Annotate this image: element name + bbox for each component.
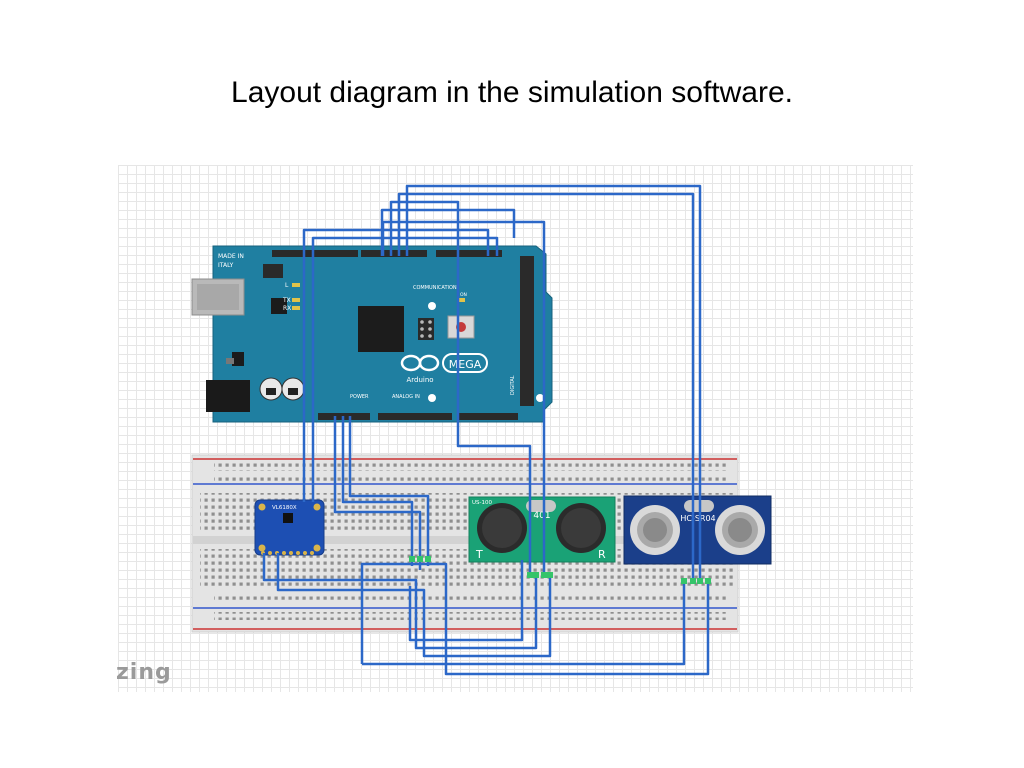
arduino-logo-right bbox=[418, 354, 440, 372]
analog-header-2 bbox=[458, 413, 518, 420]
mount-hole-2 bbox=[428, 394, 436, 402]
hcsr04-label: HC-SR04 bbox=[680, 514, 715, 523]
icsp-header-small bbox=[263, 264, 283, 278]
wire-14 bbox=[360, 562, 710, 676]
mount-pad-4 bbox=[313, 544, 321, 552]
capacitor-1-mark bbox=[266, 388, 276, 395]
communication-label: COMMUNICATION bbox=[413, 285, 457, 291]
main-microcontroller bbox=[358, 306, 404, 352]
top-header-2 bbox=[361, 250, 427, 257]
arduino-mega-board: MADE IN ITALY L TX RX COMMUNICATION ON M… bbox=[191, 245, 553, 423]
power-jack bbox=[206, 380, 250, 412]
fritzing-watermark: zing bbox=[116, 660, 172, 685]
wire-12 bbox=[276, 553, 552, 658]
ultrasonic-sensor-left: US-100 401 T R bbox=[468, 496, 616, 563]
regulator-tab bbox=[226, 358, 234, 364]
wire-11 bbox=[262, 553, 538, 650]
mega-text: MEGA bbox=[449, 358, 482, 371]
l-label: L bbox=[285, 282, 289, 289]
wire-2 bbox=[397, 192, 695, 580]
regulator-chip bbox=[232, 352, 244, 366]
wire-8 bbox=[333, 416, 422, 570]
bottom-rail-holes-2 bbox=[214, 612, 729, 620]
rx-led bbox=[292, 306, 300, 310]
mega-badge bbox=[442, 353, 488, 373]
usb-chip bbox=[271, 298, 287, 314]
mount-pad-3 bbox=[258, 544, 266, 552]
bottom-rail-holes bbox=[214, 593, 729, 601]
top-header-3 bbox=[436, 250, 502, 257]
vl6180x-breakout: VL6180X bbox=[254, 499, 325, 556]
l-led bbox=[292, 283, 300, 287]
arduino-text: Arduino bbox=[406, 376, 433, 384]
made-in-text: MADE IN bbox=[218, 253, 244, 260]
on-label: ON bbox=[460, 292, 467, 298]
power-label: POWER bbox=[350, 394, 369, 400]
analog-in-label: ANALOG IN bbox=[392, 394, 420, 400]
top-header-1 bbox=[272, 250, 358, 257]
mount-hole-1 bbox=[428, 302, 436, 310]
wire-endpoints bbox=[409, 556, 711, 584]
digital-label: DIGITAL bbox=[510, 375, 516, 395]
wires bbox=[262, 184, 710, 676]
digital-header bbox=[520, 256, 534, 406]
sonar-r-label: R bbox=[598, 548, 606, 561]
sensor-chip bbox=[283, 513, 293, 523]
top-rail-holes-2 bbox=[214, 474, 729, 482]
mount-hole-3 bbox=[536, 394, 544, 402]
wire-13 bbox=[362, 578, 686, 666]
ultrasonic-sensor-hcsr04: HC-SR04 bbox=[623, 495, 772, 565]
us100-label: US-100 bbox=[472, 500, 493, 506]
mount-pad-1 bbox=[258, 503, 266, 511]
wire-6 bbox=[302, 228, 490, 502]
wire-9 bbox=[341, 416, 414, 566]
figure-title: Layout diagram in the simulation softwar… bbox=[231, 76, 793, 109]
on-led bbox=[458, 298, 465, 302]
sonar-mid-label: 401 bbox=[533, 511, 550, 521]
wire-15 bbox=[408, 560, 524, 642]
usb-port-inner bbox=[197, 284, 239, 310]
vl6180x-label: VL6180X bbox=[272, 505, 297, 511]
wire-10 bbox=[348, 416, 430, 566]
crystal-oscillator bbox=[526, 500, 556, 512]
italy-text: ITALY bbox=[218, 262, 234, 269]
wire-7 bbox=[311, 236, 499, 502]
analog-header-1 bbox=[378, 413, 452, 420]
tx-led bbox=[292, 298, 300, 302]
top-rail-holes bbox=[214, 463, 729, 471]
mount-pad-2 bbox=[313, 503, 321, 511]
sonar-t-label: T bbox=[475, 548, 483, 561]
tx-label: TX bbox=[282, 297, 291, 304]
center-channel bbox=[193, 536, 737, 544]
rx-label: RX bbox=[283, 305, 291, 312]
capacitor-2-mark bbox=[288, 388, 298, 395]
